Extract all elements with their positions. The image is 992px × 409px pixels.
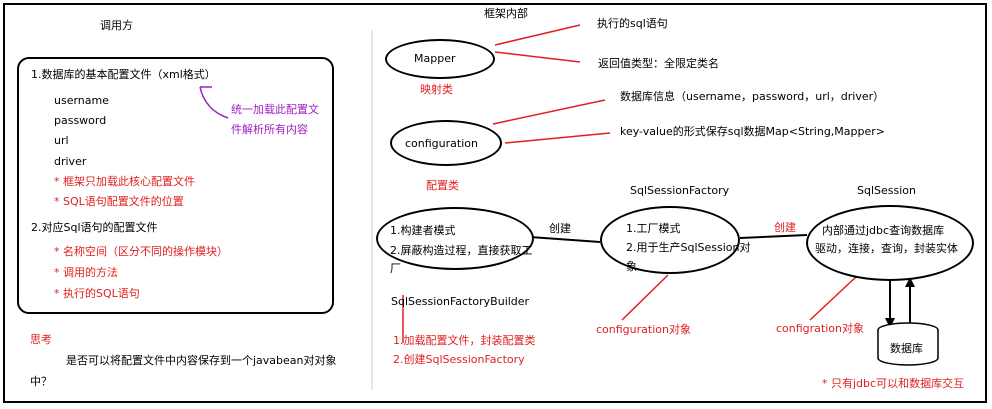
configuration-note-map: key-value的形式保存sql数据Map<String,Mapper> [620,125,886,138]
mapper-caption: 映射类 [420,83,453,96]
factory-red-line [621,274,669,321]
config-heading: 1.数据库的基本配置文件（xml格式） [31,68,216,81]
config-item-driver: driver [54,155,87,168]
mapper-note2-line [494,51,581,63]
builder-name: SqlSessionFactoryBuilder [391,295,530,308]
config-note-sql: * 执行的SQL语句 [54,287,140,300]
create-label-1: 创建 [549,222,571,235]
config-item-password: password [54,114,107,127]
configuration-ellipse [390,120,502,166]
session-red-note: configration对象 [776,322,864,335]
mapper-note-sql: 执行的sql语句 [597,17,668,30]
session-line1: 内部通过jdbc查询数据库 [822,224,945,237]
builder-red-note1: 1.加载配置文件，封装配置类 [393,334,536,347]
thinking-label: 思考 [30,333,52,346]
session-line2: 驱动，连接，查询，封装实体 [815,242,958,255]
thinking-question-line1: 是否可以将配置文件中内容保存到一个javabean对对象 [66,354,337,367]
config-note1-line [492,99,606,125]
factory-session-connector [739,234,808,239]
thinking-question-line2: 中？ [30,375,52,388]
configuration-note-db: 数据库信息（username，password，url，driver） [620,90,885,103]
builder-line2: 2.屏蔽构造过程，直接获取工 [390,244,533,257]
caller-title: 调用方 [100,19,133,32]
purple-connector [199,86,229,119]
config-note-namespace: * 名称空间（区分不同的操作模块） [54,245,228,258]
config-note-sql-location: * SQL语句配置文件的位置 [54,195,184,208]
purple-note-line2: 件解析所有内容 [231,123,308,136]
configuration-label: configuration [405,137,478,150]
config-item-url: url [54,134,69,147]
database-label: 数据库 [890,342,923,355]
db-body [877,330,939,366]
create-label-2: 创建 [774,221,796,234]
config-file-box [17,57,334,314]
framework-title: 框架内部 [484,7,528,20]
session-red-line [809,274,859,321]
arrow-head-up [905,277,915,287]
mapper-note1-line [494,24,581,46]
builder-ellipse [376,207,534,270]
builder-line3: 厂 [390,262,401,275]
builder-factory-connector [529,236,601,243]
factory-line1: 1.工厂模式 [626,222,681,235]
config-note-method: * 调用的方法 [54,266,118,279]
config-note-load: * 框架只加载此核心配置文件 [54,175,195,188]
session-ellipse [806,205,974,281]
database-note: * 只有jdbc可以和数据库交互 [822,377,965,390]
mapper-ellipse [385,39,495,79]
factory-line2: 2.用于生产SqlSession对 [626,241,751,254]
config-note2-line [504,132,611,144]
config-heading2: 2.对应Sql语句的配置文件 [31,221,158,234]
diagram-frame [3,3,987,403]
arrow-head-down [885,318,895,328]
builder-red-note2: 2.创建SqlSessionFactory [393,353,525,366]
factory-name: SqlSessionFactory [630,184,730,197]
purple-note-line1: 统一加载此配置文 [231,103,319,116]
factory-line3: 象 [626,260,637,273]
mapper-label: Mapper [414,52,456,65]
builder-line1: 1.构建者模式 [390,224,456,237]
session-name: SqlSession [857,184,916,197]
configuration-caption: 配置类 [426,179,459,192]
factory-red-note: configuration对象 [596,323,691,336]
factory-ellipse [600,206,740,274]
mapper-note-return: 返回值类型：全限定类名 [598,57,719,70]
config-item-username: username [54,94,109,107]
